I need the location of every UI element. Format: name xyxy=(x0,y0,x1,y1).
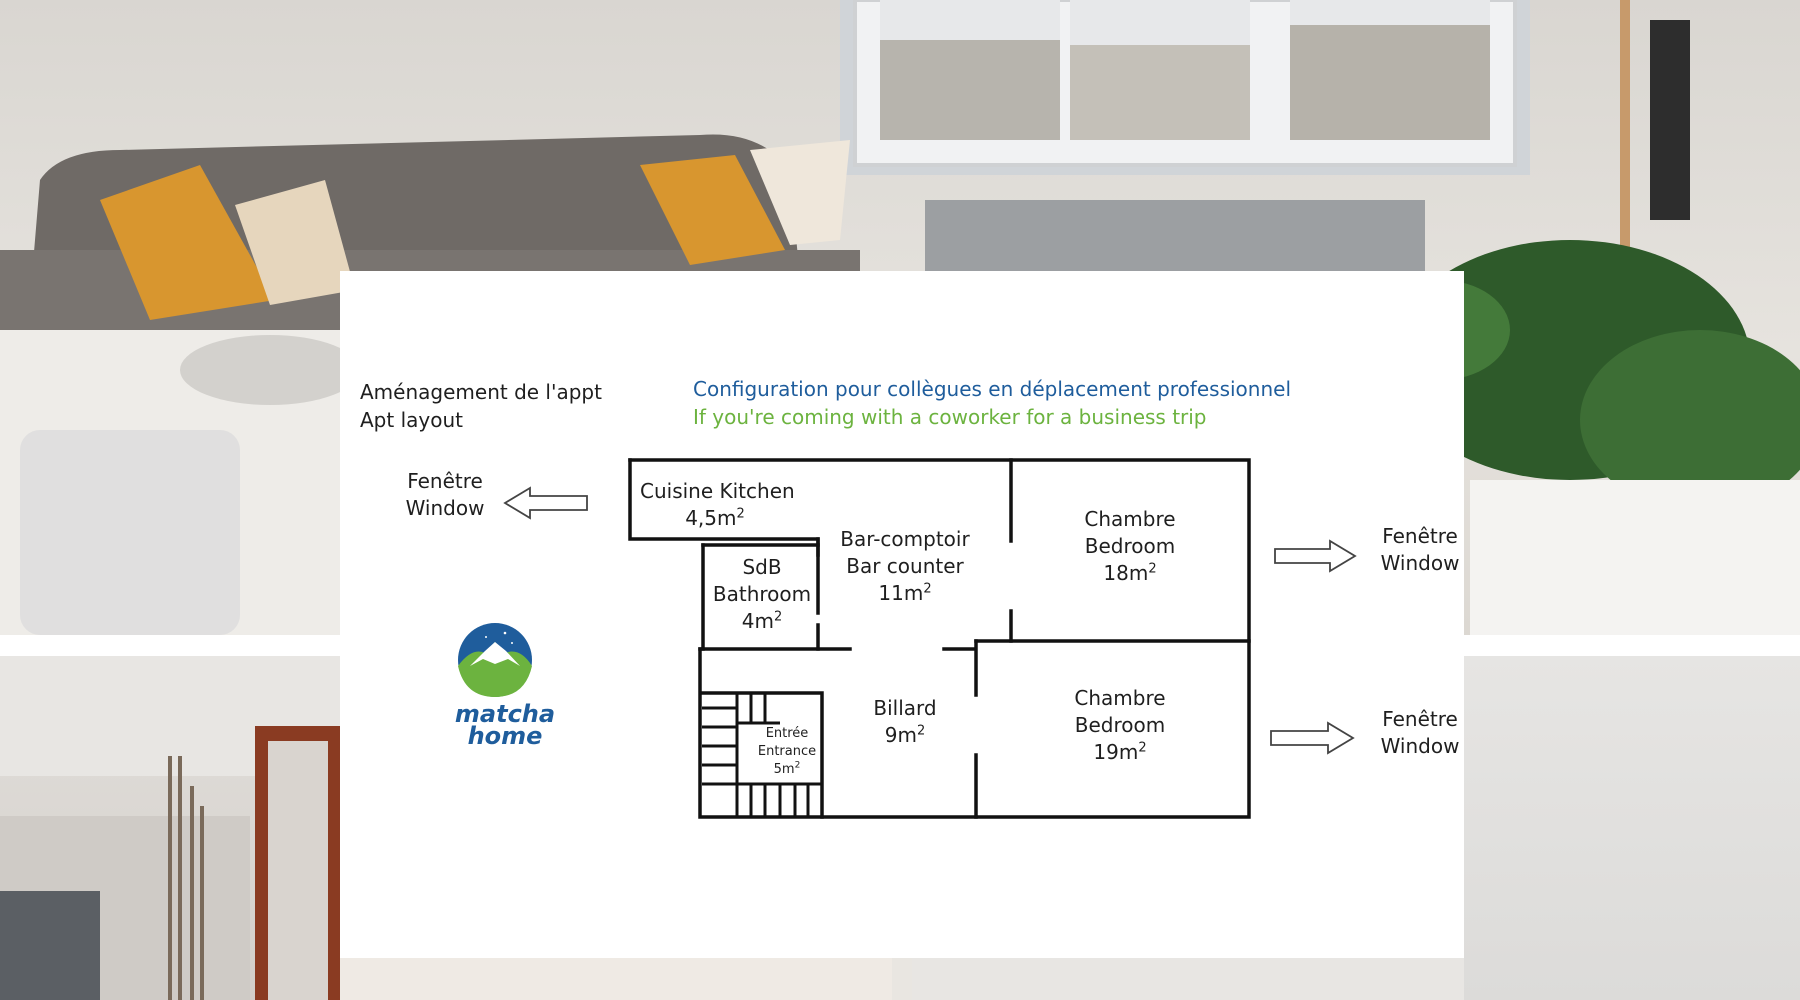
config-title-en: If you're coming with a coworker for a b… xyxy=(693,405,1207,429)
room-bedroom-18: Chambre Bedroom 18m2 xyxy=(1084,507,1176,585)
arrow-left-icon xyxy=(503,486,588,520)
room-bar-counter: Bar-comptoir Bar counter 11m2 xyxy=(840,527,970,605)
room-kitchen: Cuisine Kitchen 4,5m2 xyxy=(640,479,795,530)
layout-title-en: Apt layout xyxy=(360,408,463,432)
entrance-photo xyxy=(340,958,892,1000)
living-room-illustration xyxy=(0,0,1800,635)
room-bathroom: SdB Bathroom 4m2 xyxy=(712,555,812,633)
billiard-room-photo xyxy=(0,656,340,1000)
floor-plan-card: Aménagement de l'appt Apt layout Configu… xyxy=(340,271,1464,958)
window-label-left: Fenêtre Window xyxy=(405,469,485,520)
living-room-photo xyxy=(0,0,1800,635)
bedroom-photo xyxy=(912,958,1464,1000)
mountain-logo-icon xyxy=(458,623,532,697)
wall-entrance xyxy=(700,691,824,819)
stairs-icon xyxy=(702,693,822,817)
config-title-fr: Configuration pour collègues en déplacem… xyxy=(693,377,1291,401)
wall-outer xyxy=(628,458,1251,819)
window-label-right-top: Fenêtre Window xyxy=(1380,524,1460,575)
room-billiard: Billard 9m2 xyxy=(873,696,937,747)
arrow-right-bottom-icon xyxy=(1270,721,1355,755)
room-photo-right xyxy=(1464,656,1800,1000)
room-entrance: Entrée Entrance 5m2 xyxy=(757,726,817,777)
matcha-home-logo: matcha home xyxy=(454,700,556,750)
billiard-room-illustration xyxy=(0,656,340,1000)
room-bedroom-19: Chambre Bedroom 19m2 xyxy=(1074,686,1166,764)
floor-plan xyxy=(458,458,1357,819)
window-label-right-bottom: Fenêtre Window xyxy=(1380,707,1460,758)
layout-title-fr: Aménagement de l'appt xyxy=(360,380,602,404)
arrow-right-top-icon xyxy=(1274,539,1357,573)
